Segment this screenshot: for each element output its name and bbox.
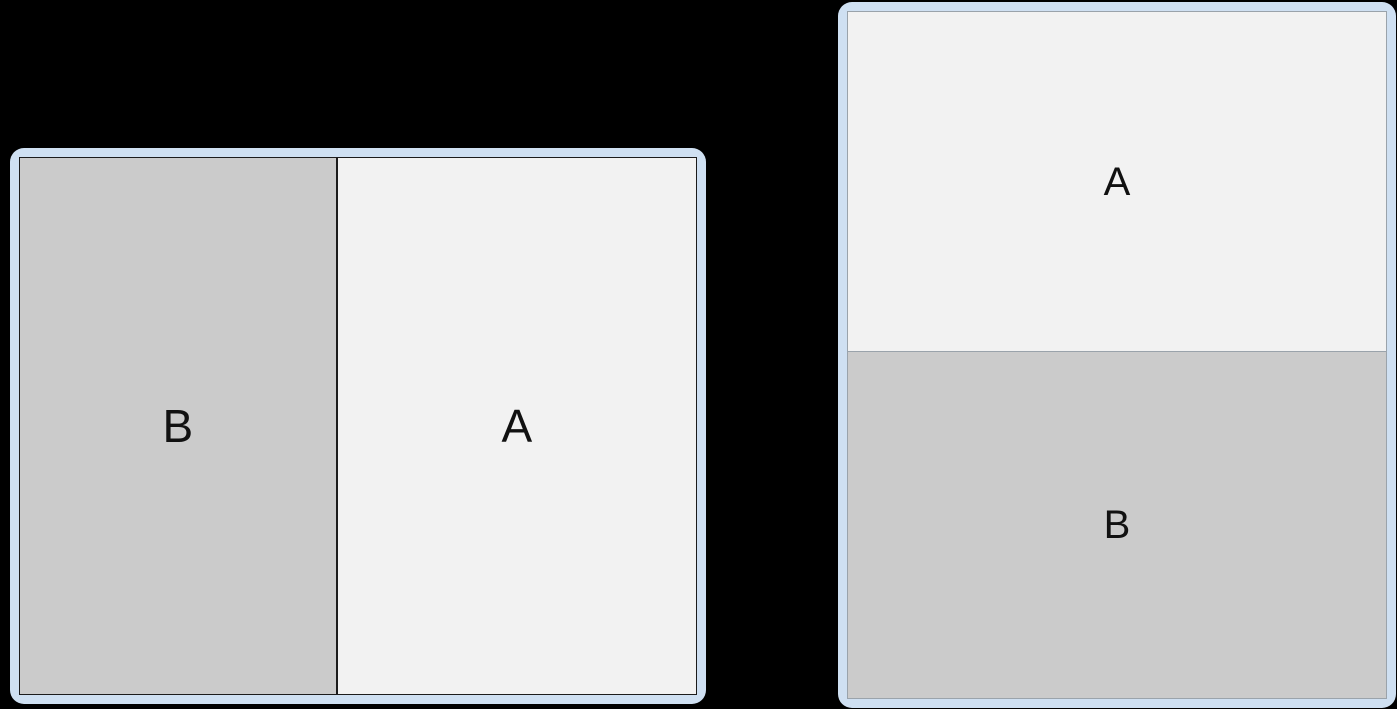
landscape-pane-a[interactable]: A [337, 158, 696, 694]
landscape-pane-b[interactable]: B [20, 158, 338, 694]
portrait-device-screen: A B [847, 11, 1387, 699]
portrait-device-frame: A B [838, 2, 1396, 708]
landscape-device-frame: B A [10, 148, 706, 704]
landscape-pane-a-label: A [501, 400, 533, 452]
portrait-pane-b[interactable]: B [848, 352, 1386, 698]
portrait-pane-a[interactable]: A [848, 12, 1386, 353]
portrait-pane-b-label: B [1103, 503, 1131, 548]
landscape-device-screen: B A [19, 157, 697, 695]
portrait-pane-a-label: A [1104, 162, 1131, 202]
landscape-pane-b-label: B [162, 400, 194, 452]
